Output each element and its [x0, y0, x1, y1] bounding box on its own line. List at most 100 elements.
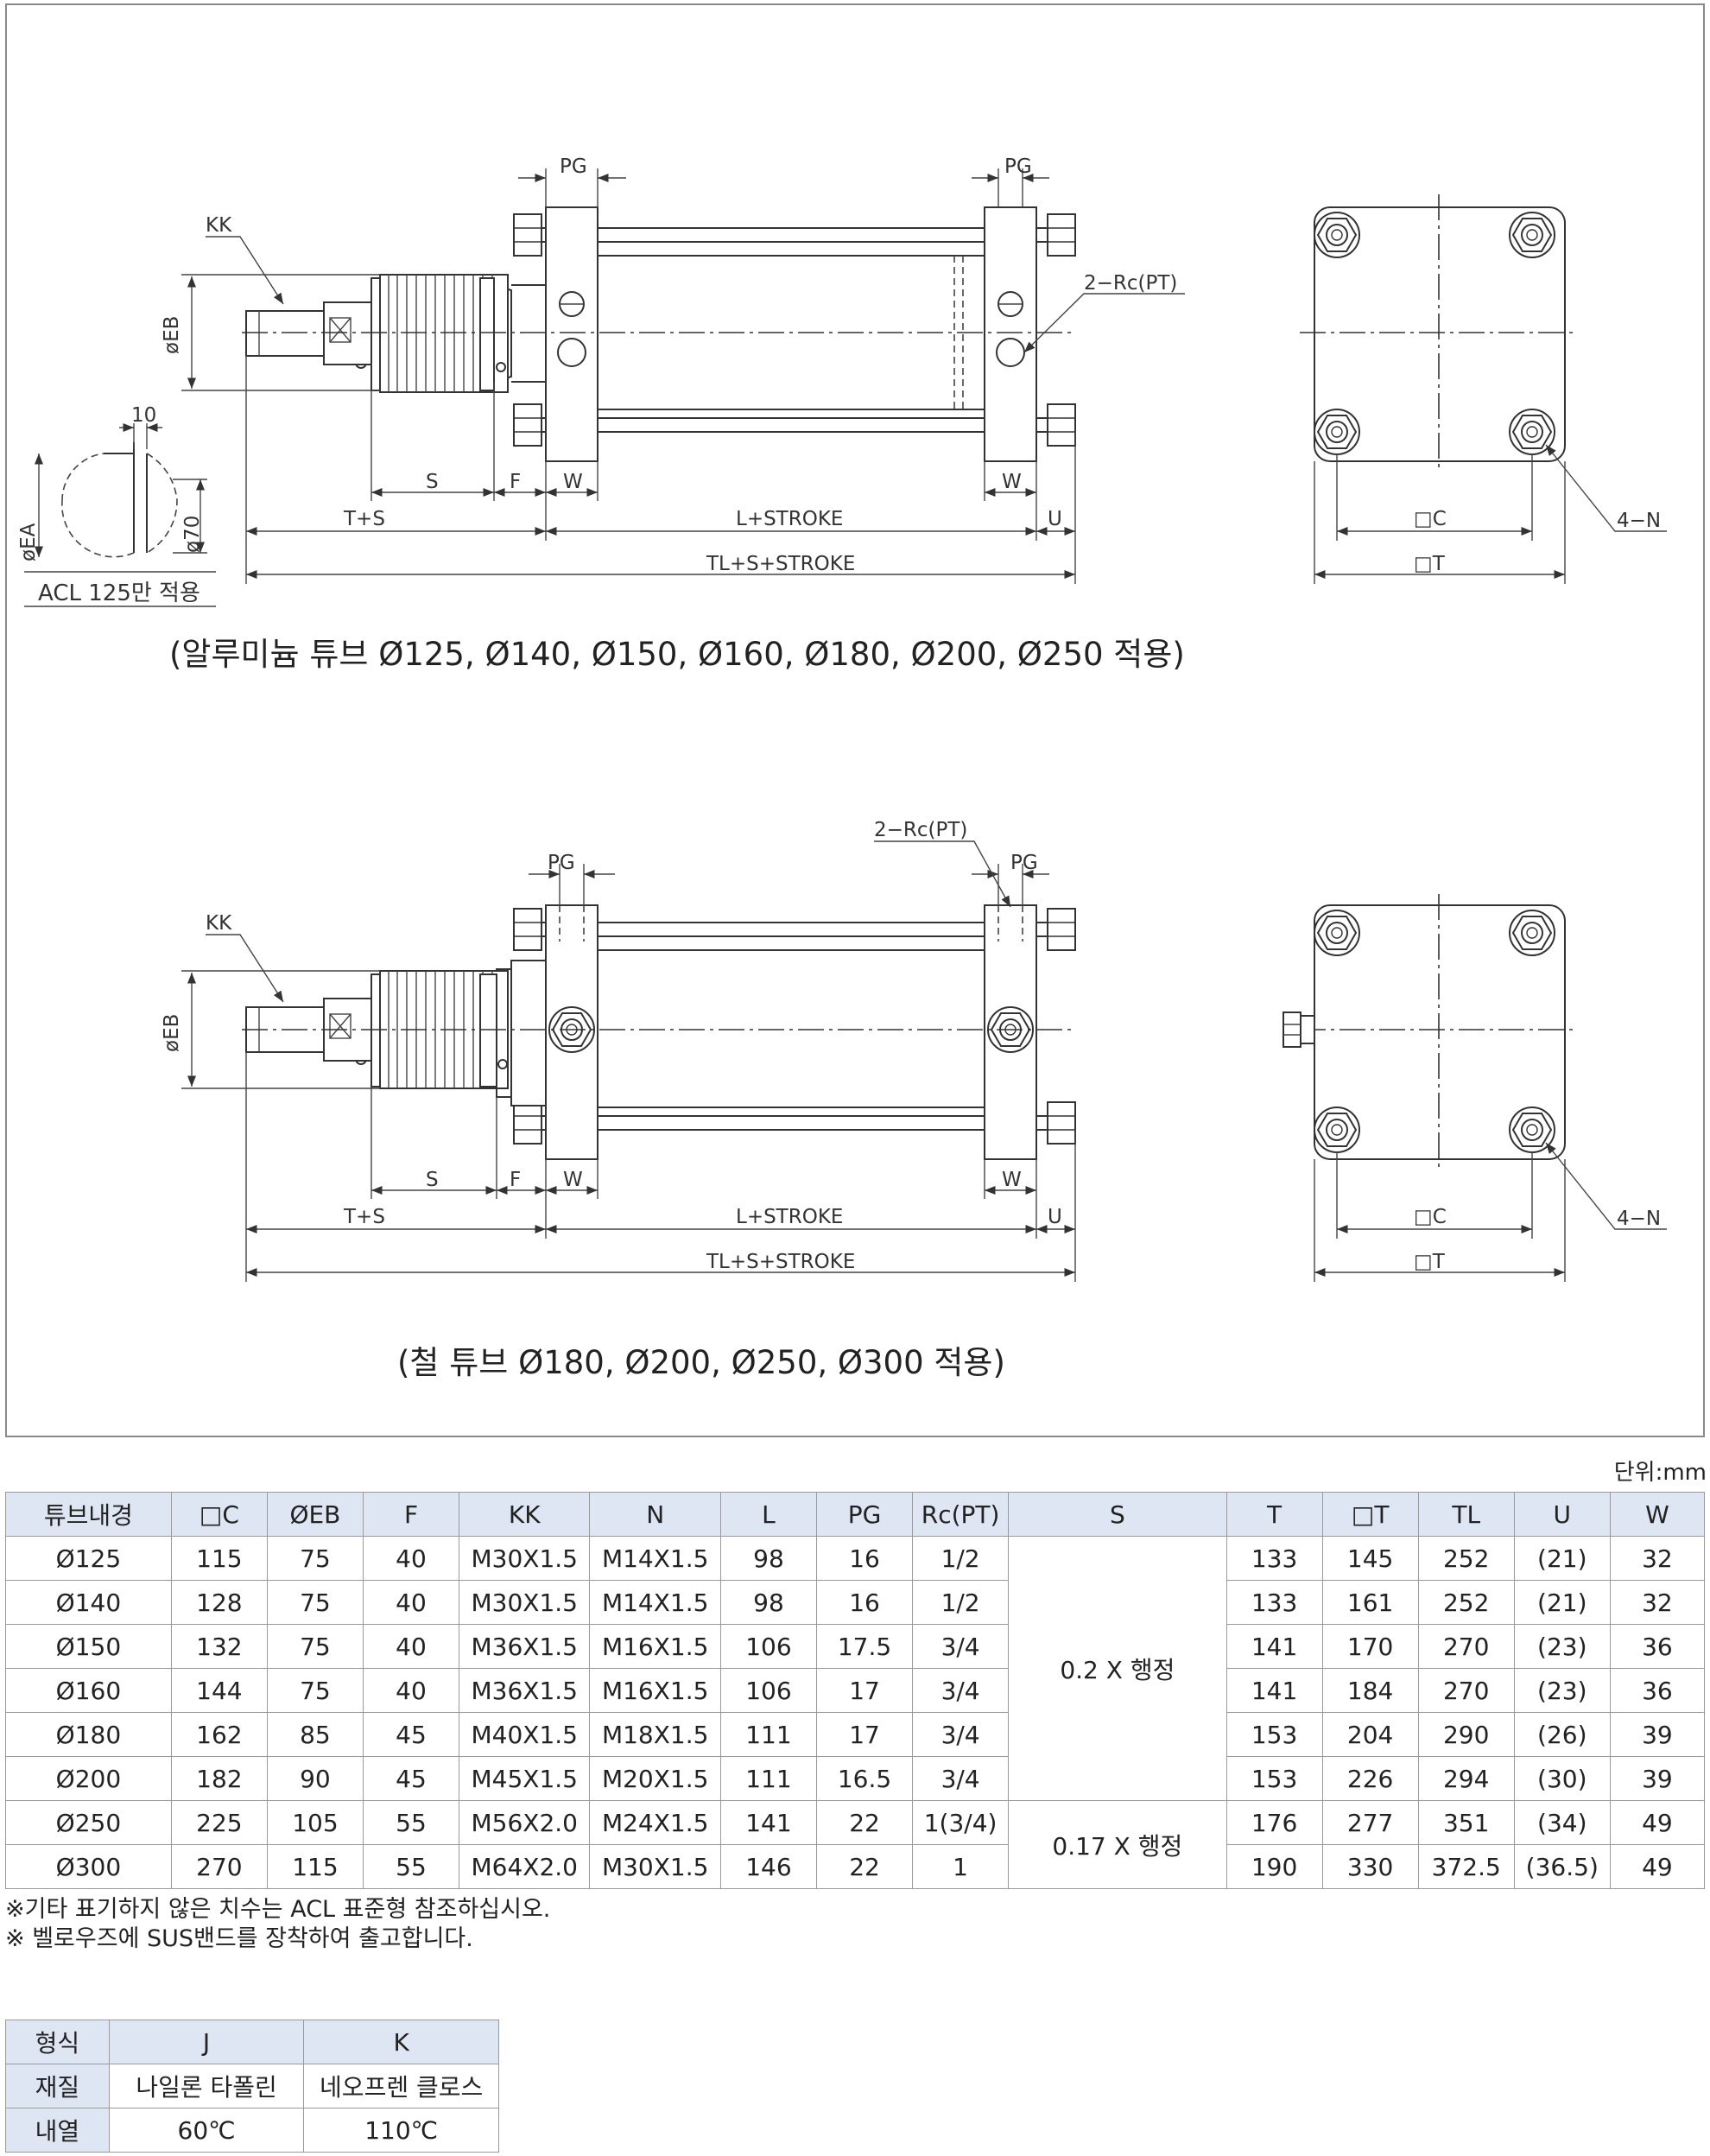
table-cell: M36X1.5 — [459, 1668, 591, 1713]
pg-label-right: PG — [1004, 155, 1032, 178]
table-cell: 111 — [719, 1756, 818, 1801]
table-cell: 226 — [1321, 1756, 1419, 1801]
f2-label: F — [510, 1169, 521, 1191]
table-cell: 141 — [1226, 1624, 1323, 1669]
table-cell: 나일론 타폴린 — [108, 2064, 305, 2108]
table-cell: 133 — [1226, 1536, 1323, 1581]
table-cell: 49 — [1609, 1844, 1706, 1889]
table-cell: M30X1.5 — [589, 1844, 721, 1889]
header-cell: N — [589, 1492, 721, 1537]
table-cell: 49 — [1609, 1800, 1706, 1845]
table-cell: 16 — [815, 1580, 914, 1625]
table-cell: 55 — [362, 1844, 460, 1889]
u2-label: U — [1048, 1206, 1062, 1228]
lstroke-label: L+STROKE — [736, 508, 843, 530]
table-cell: M18X1.5 — [589, 1712, 721, 1757]
table-cell: 146 — [719, 1844, 818, 1889]
row-header-cell: 내열 — [5, 2108, 110, 2153]
table-cell: 162 — [170, 1712, 268, 1757]
table-cell: 106 — [719, 1668, 818, 1713]
table-cell: 270 — [1417, 1668, 1515, 1713]
bore-cell: Ø140 — [5, 1580, 172, 1625]
bore-cell: Ø250 — [5, 1800, 172, 1845]
end-view-1: □C □T 4−N — [1300, 194, 1667, 584]
spec-header-row: 튜브내경 □C ØEB F KK N L PG Rc(PT) S T □T TL… — [5, 1492, 1706, 1537]
table-cell: M14X1.5 — [589, 1580, 721, 1625]
f-label: F — [510, 471, 521, 493]
header-cell: Rc(PT) — [912, 1492, 1010, 1537]
material-table: 형식 J K 재질 나일론 타폴린 네오프렌 클로스 내열 60℃ 110℃ — [5, 2020, 499, 2153]
table-cell: 176 — [1226, 1800, 1323, 1845]
table-cell: M16X1.5 — [589, 1668, 721, 1713]
table-cell: M30X1.5 — [459, 1580, 591, 1625]
table-cell: 153 — [1226, 1712, 1323, 1757]
table-cell: 225 — [170, 1800, 268, 1845]
table-cell: 39 — [1609, 1756, 1706, 1801]
ea-label: øEA — [17, 523, 40, 561]
header-cell: L — [719, 1492, 818, 1537]
table-cell: 190 — [1226, 1844, 1323, 1889]
table-cell: 75 — [266, 1536, 364, 1581]
table-cell: M45X1.5 — [459, 1756, 591, 1801]
table-cell: 105 — [266, 1800, 364, 1845]
s2-label: S — [426, 1169, 439, 1191]
table-cell: 144 — [170, 1668, 268, 1713]
table-cell: 132 — [170, 1624, 268, 1669]
d10-label: 10 — [131, 404, 156, 427]
table-cell: 32 — [1609, 1536, 1706, 1581]
table-cell: 141 — [719, 1800, 818, 1845]
w-label-left: W — [563, 471, 583, 493]
table-cell: 106 — [719, 1624, 818, 1669]
header-cell: U — [1513, 1492, 1611, 1537]
n2-label: 4−N — [1617, 1208, 1661, 1230]
header-cell: 형식 — [5, 2020, 110, 2064]
table-cell: 3/4 — [912, 1624, 1010, 1669]
table-cell: M14X1.5 — [589, 1536, 721, 1581]
bore-cell: Ø300 — [5, 1844, 172, 1889]
table-cell: 90 — [266, 1756, 364, 1801]
table-cell: 75 — [266, 1580, 364, 1625]
table-cell: 170 — [1321, 1624, 1419, 1669]
table-cell: 40 — [362, 1580, 460, 1625]
notes: ※기타 표기하지 않은 치수는 ACL 표준형 참조하십시오. ※ 벨로우즈에 … — [5, 1895, 550, 1954]
tlstroke2-label: TL+S+STROKE — [706, 1251, 855, 1273]
table-cell: 75 — [266, 1668, 364, 1713]
table-row: 내열 60℃ 110℃ — [5, 2108, 499, 2153]
kk-label: KK — [206, 214, 232, 237]
side-view-1: PG PG KK øEB 2−Rc(PT) S F W W — [161, 155, 1185, 584]
table-cell: 1(3/4) — [912, 1800, 1010, 1845]
kk2-label: KK — [206, 912, 232, 935]
acl-note: ACL 125만 적용 — [38, 580, 200, 606]
side-view-2: PG PG 2−Rc(PT) KK øEB S F W W — [161, 819, 1076, 1282]
table-cell: 133 — [1226, 1580, 1323, 1625]
table-cell: 17 — [815, 1712, 914, 1757]
table-cell: 330 — [1321, 1844, 1419, 1889]
table-row: 재질 나일론 타폴린 네오프렌 클로스 — [5, 2064, 499, 2108]
header-cell: K — [303, 2020, 499, 2064]
header-cell: KK — [459, 1492, 591, 1537]
table-cell: (26) — [1513, 1712, 1611, 1757]
table-cell: M64X2.0 — [459, 1844, 591, 1889]
table-cell: 110℃ — [303, 2108, 499, 2153]
table-cell: M20X1.5 — [589, 1756, 721, 1801]
table-cell: 270 — [170, 1844, 268, 1889]
table-cell: 290 — [1417, 1712, 1515, 1757]
table-cell: 17.5 — [815, 1624, 914, 1669]
n-label: 4−N — [1617, 510, 1661, 532]
bore-cell: Ø125 — [5, 1536, 172, 1581]
rc2-label: 2−Rc(PT) — [874, 819, 967, 841]
table-cell: 115 — [266, 1844, 364, 1889]
table-cell: 277 — [1321, 1800, 1419, 1845]
table-cell: (21) — [1513, 1536, 1611, 1581]
w-label-right: W — [1002, 471, 1022, 493]
table-cell: 40 — [362, 1668, 460, 1713]
table-cell: 182 — [170, 1756, 268, 1801]
table-cell: M30X1.5 — [459, 1536, 591, 1581]
table-cell: 36 — [1609, 1668, 1706, 1713]
c2-label: □C — [1414, 1206, 1447, 1228]
bore-cell: Ø180 — [5, 1712, 172, 1757]
drawing-frame — [5, 3, 1705, 1437]
